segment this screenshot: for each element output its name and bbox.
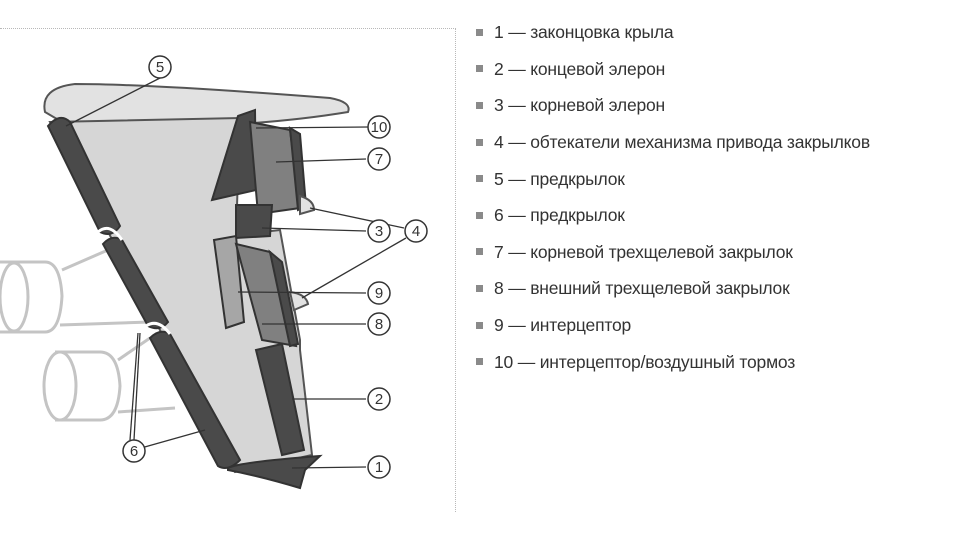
slat-gap-2 xyxy=(145,321,172,335)
bullet-icon xyxy=(476,28,483,36)
legend-dash: — xyxy=(508,241,526,262)
bullet-icon xyxy=(476,101,483,109)
legend-text: корневой трехщелевой закрылок xyxy=(530,241,793,262)
legend-item: 7 — корневой трехщелевой закрылок xyxy=(476,234,870,271)
legend-dash: — xyxy=(508,315,526,336)
wing-illustration: 5 10 7 3 4 9 8 2 xyxy=(0,55,428,490)
legend-num: 5 xyxy=(494,168,504,189)
callout-9-label: 9 xyxy=(375,285,383,302)
wing-diagram: 5 10 7 3 4 9 8 2 xyxy=(0,0,465,540)
spoiler xyxy=(212,234,246,330)
bullet-icon xyxy=(476,65,483,73)
outboard-aileron xyxy=(254,342,306,457)
legend-text: интерцептор xyxy=(530,315,632,336)
legend-item: 5 — предкрылок xyxy=(476,160,870,197)
legend-text: корневой элерон xyxy=(530,95,666,116)
bullet-icon xyxy=(476,138,483,146)
outer-flap-rail xyxy=(268,249,300,348)
legend-num: 10 xyxy=(494,351,514,372)
legend-num: 7 xyxy=(494,241,504,262)
legend-num: 3 xyxy=(494,95,504,116)
legend-text: предкрылок xyxy=(530,205,625,226)
callout-5-label: 5 xyxy=(156,59,164,76)
legend-dash: — xyxy=(508,205,526,226)
legend-num: 1 xyxy=(494,22,504,43)
legend-text: концевой элерон xyxy=(530,58,666,79)
bullet-icon xyxy=(476,248,483,256)
legend-num: 2 xyxy=(494,58,504,79)
legend-num: 9 xyxy=(494,315,504,336)
legend-text: внешний трехщелевой закрылок xyxy=(530,278,790,299)
legend-text: обтекатели механизма привода закрылков xyxy=(530,132,870,153)
legend-item: 1 — законцовка крыла xyxy=(476,14,870,51)
callout-1-label: 1 xyxy=(375,459,383,476)
callout-8-label: 8 xyxy=(375,316,383,333)
outer-flap xyxy=(234,242,298,348)
legend-item: 3 — корневой элерон xyxy=(476,87,870,124)
callout-2-label: 2 xyxy=(375,391,383,408)
bullet-icon xyxy=(476,211,483,219)
slat-inner xyxy=(148,330,242,469)
slat-middle xyxy=(101,236,170,330)
flap-fairing-upper xyxy=(299,194,316,216)
wingtip-fairing xyxy=(227,454,323,490)
callout-7-label: 7 xyxy=(375,151,383,168)
engine-left xyxy=(0,234,151,334)
legend-num: 4 xyxy=(494,132,504,153)
bullet-icon xyxy=(476,284,483,292)
callout-2: 2 xyxy=(367,387,391,411)
legend-item: 2 — концевой элерон xyxy=(476,51,870,88)
bullet-icon xyxy=(476,358,483,366)
parts-legend: 1 — законцовка крыла 2 — концевой элерон… xyxy=(476,14,870,380)
legend-item: 6 — предкрылок xyxy=(476,197,870,234)
legend-dash: — xyxy=(508,132,526,153)
legend-text: законцовка крыла xyxy=(530,22,674,43)
callout-6: 6 xyxy=(122,439,146,463)
legend-dash: — xyxy=(508,95,526,116)
legend-num: 8 xyxy=(494,278,504,299)
callout-6-label: 6 xyxy=(130,443,138,460)
callout-10-label: 10 xyxy=(371,119,388,136)
callout-4: 4 xyxy=(404,219,428,243)
slat-outer xyxy=(46,116,122,235)
root-aileron xyxy=(235,204,274,240)
callout-1: 1 xyxy=(367,455,391,479)
callout-10: 10 xyxy=(367,115,391,139)
callout-7: 7 xyxy=(367,147,391,171)
leader-lines xyxy=(65,77,407,469)
wing-tip-cap xyxy=(43,82,350,126)
callout-3-label: 3 xyxy=(375,223,383,240)
legend-dash: — xyxy=(508,22,526,43)
diagram-frame xyxy=(0,28,456,512)
callout-5: 5 xyxy=(148,55,172,79)
callout-3: 3 xyxy=(367,219,391,243)
legend-dash: — xyxy=(517,351,536,372)
legend-num: 6 xyxy=(494,205,504,226)
legend-item: 4 — обтекатели механизма привода закрылк… xyxy=(476,124,870,161)
legend-dash: — xyxy=(508,168,526,189)
bullet-icon xyxy=(476,321,483,329)
legend-text: интерцептор/воздушный тормоз xyxy=(539,351,796,372)
callout-9: 9 xyxy=(367,281,391,305)
callout-8: 8 xyxy=(367,312,391,336)
engine-right xyxy=(42,336,176,422)
legend-dash: — xyxy=(508,58,526,79)
legend-item: 8 — внешний трехщелевой закрылок xyxy=(476,270,870,307)
legend-text: предкрылок xyxy=(530,168,625,189)
callout-4-label: 4 xyxy=(412,223,420,240)
legend-dash: — xyxy=(508,278,526,299)
bullet-icon xyxy=(476,175,483,183)
legend-item: 10 — интерцептор/воздушный тормоз xyxy=(476,343,870,380)
slat-gap-1 xyxy=(97,226,124,241)
legend-item: 9 — интерцептор xyxy=(476,307,870,344)
